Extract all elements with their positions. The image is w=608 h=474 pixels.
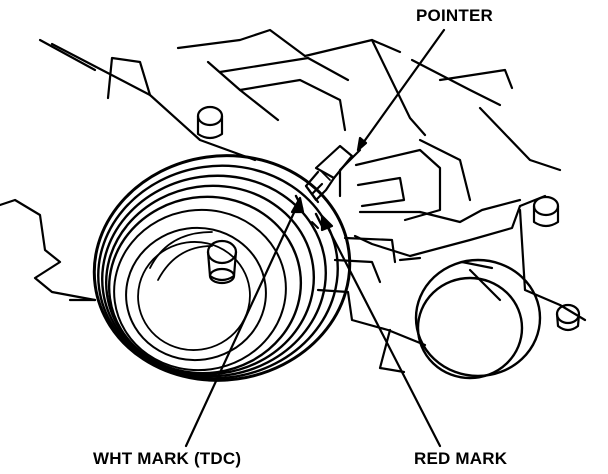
bolt-right <box>532 195 560 228</box>
bolt-left <box>196 105 224 140</box>
white-mark-label: WHT MARK (TDC) <box>93 449 242 468</box>
crankshaft-pulley <box>92 154 352 382</box>
bolt-lower-right <box>555 303 581 332</box>
pulley-hub-bolt <box>206 239 238 285</box>
pointer-label: POINTER <box>416 6 493 25</box>
timing-pointer <box>304 144 354 204</box>
red-mark-label: RED MARK <box>414 449 508 468</box>
leader-line-pointer <box>356 28 446 152</box>
engine-bracket <box>353 194 587 322</box>
round-cover-boss <box>414 258 542 380</box>
leader-line-white-mark <box>184 196 305 448</box>
leader-line-red-mark <box>320 214 442 448</box>
engine-block-outline <box>0 28 562 374</box>
